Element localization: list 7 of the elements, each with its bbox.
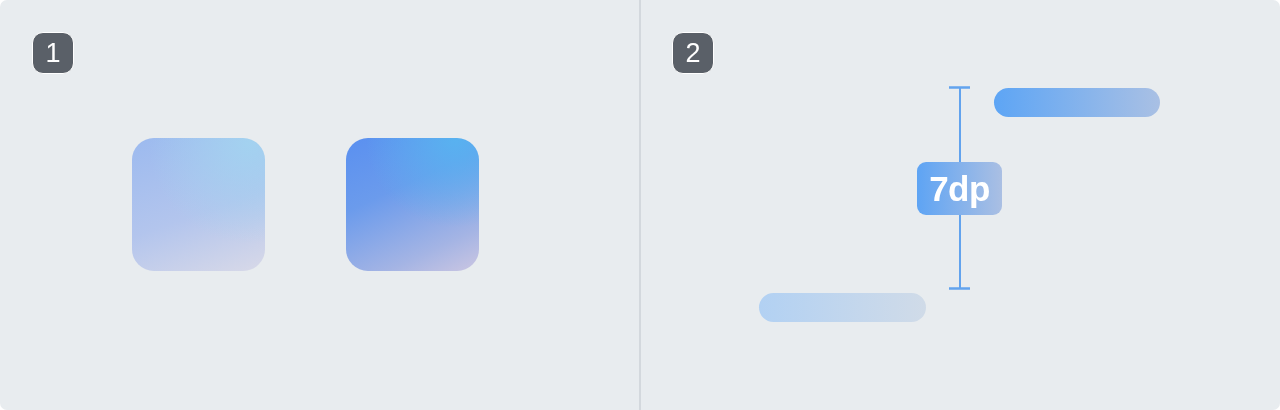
gradient-bar: [759, 293, 926, 322]
gradient-tile: [346, 138, 479, 271]
dimension-label: 7dp: [917, 162, 1002, 215]
gradient-bar: [994, 88, 1160, 117]
gradient-tile: [132, 138, 265, 271]
callout-number: 1: [32, 32, 74, 74]
callout-number: 2: [672, 32, 714, 74]
